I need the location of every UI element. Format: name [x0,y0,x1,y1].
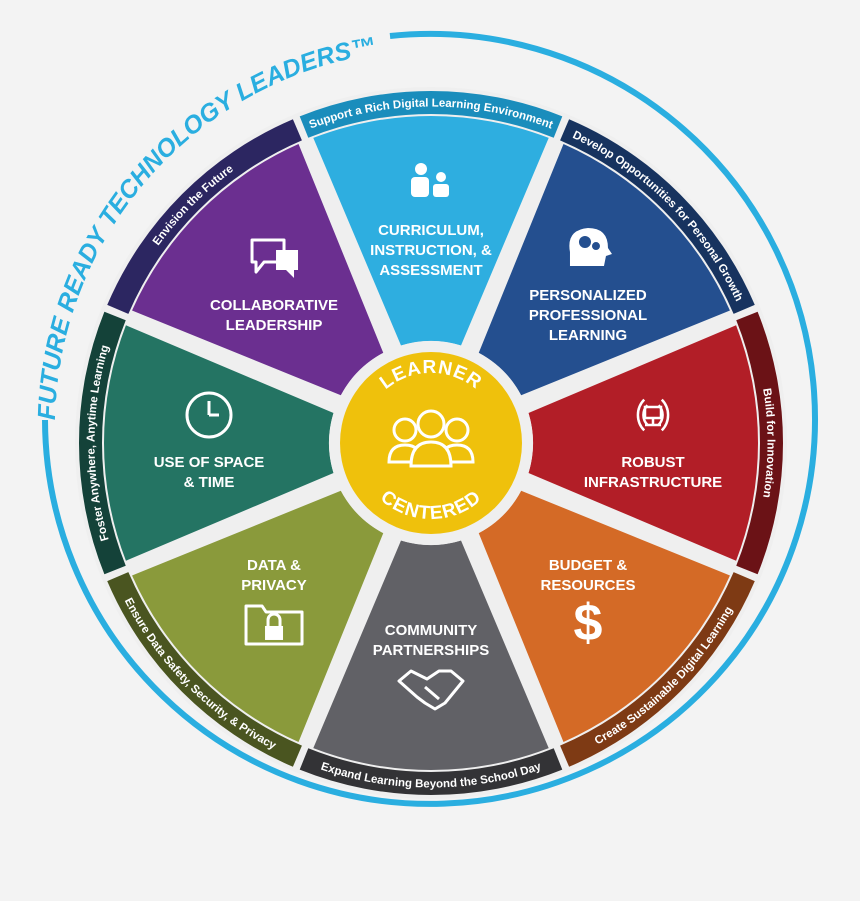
segment-title-line: LEADERSHIP [226,317,323,334]
band-space [78,311,126,575]
segment-community: Expand Learning Beyond the School DayCOM… [299,540,563,796]
segment-title-space: USE OF SPACE & TIME [154,454,265,491]
segment-title-budget: BUDGET & RESOURCES [540,557,635,594]
wireless-network-icon [636,398,670,432]
band-leadership [107,119,302,314]
handshake-icon [397,669,465,711]
segment-title-community: COMMUNITY PARTNERSHIPS [373,622,489,659]
chat-bubbles-icon [250,238,299,279]
segment-title-line: PRIVACY [241,577,307,594]
segment-title-line: INFRASTRUCTURE [584,474,722,491]
wedge-personalized [478,144,730,396]
segment-title-line: COMMUNITY [385,622,478,639]
svg-text:$: $ [574,594,603,652]
segment-title-curriculum: CURRICULUM, INSTRUCTION, & ASSESSMENT [370,222,492,279]
hub: LEARNER CENTERED [329,341,533,545]
band-label-text: Build for Innovation [760,387,776,498]
segment-title-line: CURRICULUM, [378,222,484,239]
head-gears-icon [569,228,612,267]
band-infrastructure [736,311,784,575]
segment-title-line: COLLABORATIVE [210,297,338,314]
people-group-icon [387,409,475,468]
segment-title-line: USE OF SPACE [154,454,265,471]
segment-title-data: DATA & PRIVACY [241,557,307,594]
segment-title-leadership: COLLABORATIVE LEADERSHIP [210,297,338,334]
teacher-student-icon [411,163,449,197]
band-personalized [560,119,755,314]
segment-title-line: RESOURCES [540,577,635,594]
dollar-sign-icon: $ [574,594,603,652]
band-budget [560,572,755,767]
segment-title-line: & TIME [184,474,235,491]
wedge-data [132,490,384,742]
locked-folder-icon [244,604,304,646]
clock-icon [185,391,233,439]
segment-title-line: INSTRUCTION, & [370,242,492,259]
wedge-community [313,540,549,771]
segment-title-line: ASSESSMENT [379,262,482,279]
segment-title-line: PARTNERSHIPS [373,642,489,659]
segment-data: Ensure Data Safety, Security, & PrivacyD… [107,490,384,767]
segment-title-line: DATA & [247,557,301,574]
wedge-infrastructure [528,325,759,561]
band-curriculum [299,90,563,138]
band-data [107,572,302,767]
segment-title-line: LEARNING [549,327,627,344]
segment-title-personalized: PERSONALIZED PROFESSIONAL LEARNING [529,287,647,344]
band-label-infrastructure: Build for Innovation [760,387,776,498]
segment-title-line: BUDGET & [549,557,628,574]
outer-ring [42,30,818,807]
wedge-budget [478,490,730,742]
segment-title-line: ROBUST [621,454,684,471]
wedge-curriculum [313,115,549,346]
band-community [299,748,563,796]
wedge-space [103,325,334,561]
segment-title-line: PERSONALIZED [529,287,647,304]
segment-title-infrastructure: ROBUST INFRASTRUCTURE [584,454,722,491]
segment-title-line: PROFESSIONAL [529,307,647,324]
